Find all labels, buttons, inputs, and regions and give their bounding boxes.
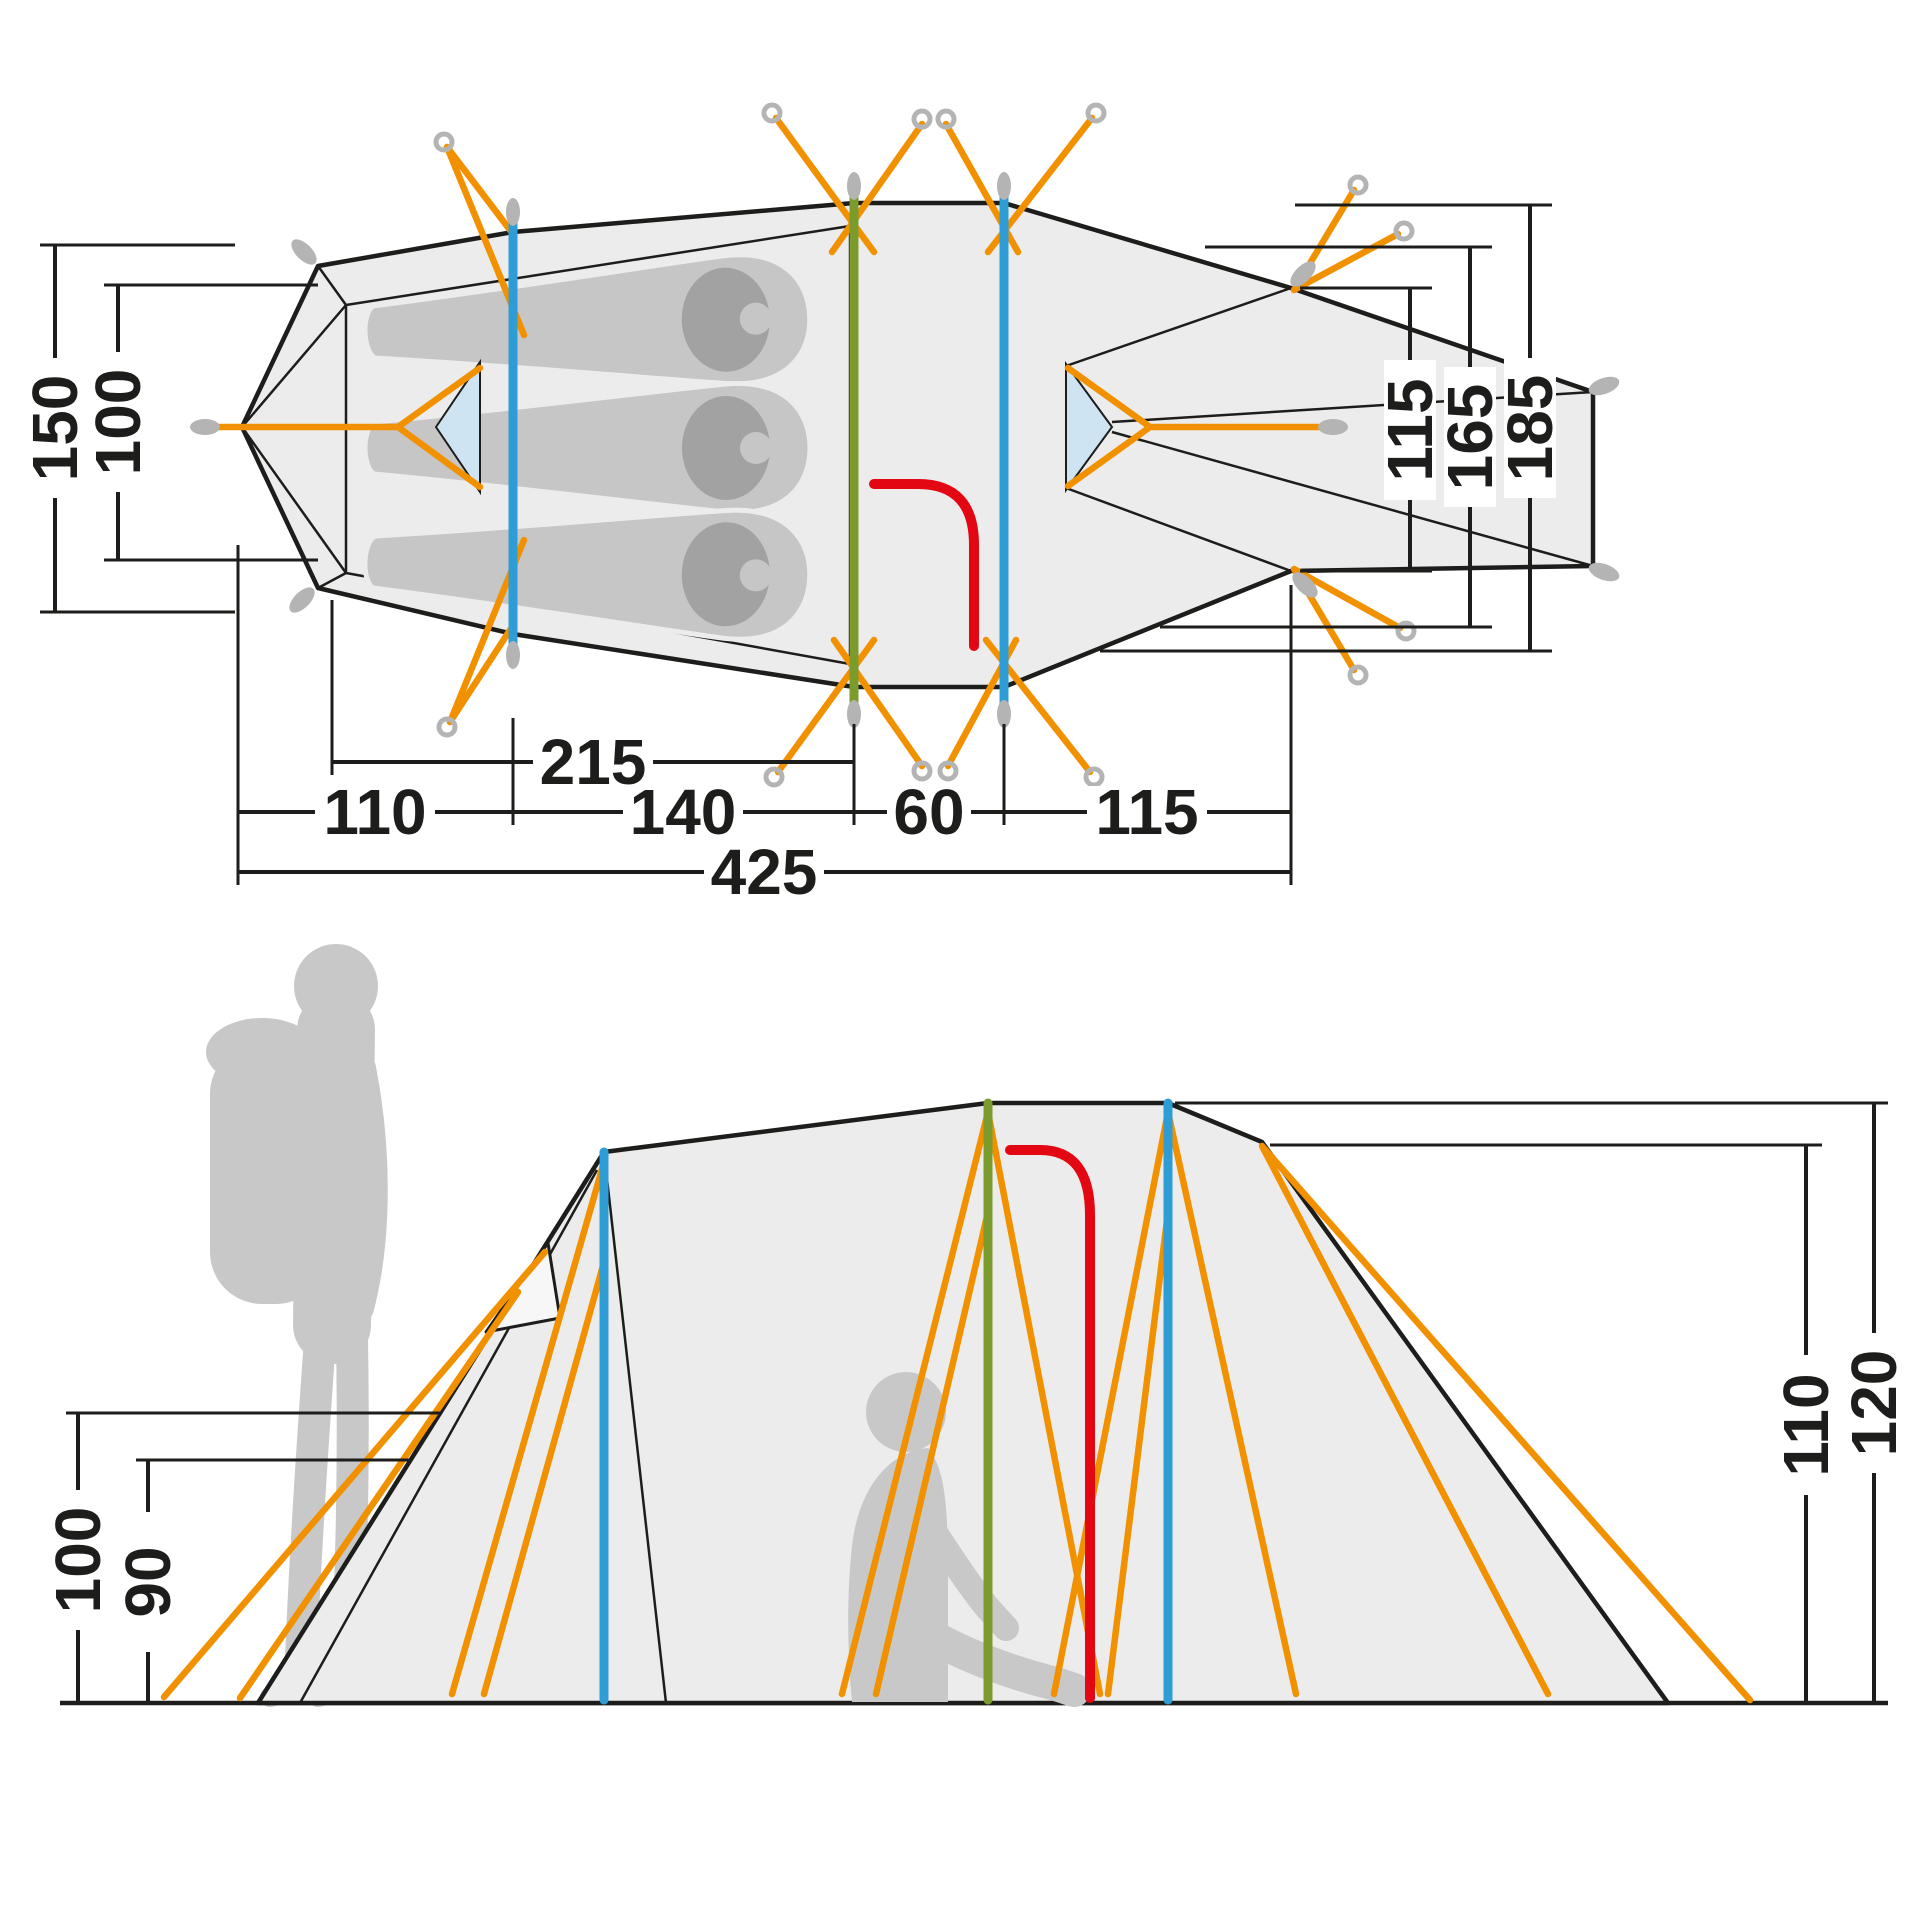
rear-kink-guys (1258, 1142, 1754, 1704)
vent-guy-lines (160, 1248, 549, 1702)
hiker-torso (293, 991, 375, 1364)
label-mask (704, 846, 824, 898)
stake-ring (911, 760, 933, 782)
pole-loop (847, 172, 861, 200)
dim-label-115-width: 115 (1374, 378, 1446, 481)
corner-loop (1588, 562, 1620, 582)
dimension-labels-top: 150 100 115 165 185 215 110 140 60 115 4… (19, 352, 1566, 908)
dim-label-140: 140 (630, 776, 737, 848)
dim-label-110: 110 (323, 776, 426, 848)
sitter-arm (899, 1485, 1019, 1641)
door-zip-side-view (1005, 1145, 1095, 1703)
attachment-loops-top-view (190, 102, 1620, 788)
stake-ring (436, 716, 458, 738)
label-mask (1780, 1355, 1832, 1495)
label-mask (887, 786, 971, 838)
green-pole-side-guys (838, 1108, 1104, 1698)
hiker-backpack (210, 1042, 328, 1304)
sitter-leg (903, 1613, 1091, 1707)
pole-loop (506, 198, 520, 226)
dim-label-100-height: 100 (42, 1507, 114, 1614)
dimension-extensions-side (66, 1101, 1888, 1462)
label-mask (29, 358, 81, 498)
stake-ring (1347, 664, 1369, 686)
dim-label-90: 90 (112, 1546, 184, 1617)
dim-label-120: 120 (1838, 1350, 1910, 1457)
stake-ring (1085, 102, 1107, 124)
rear-pole-side-guys (1050, 1108, 1300, 1698)
dim-label-165: 165 (1434, 384, 1506, 491)
label-mask (122, 1512, 174, 1652)
rear-seam-lower (1111, 430, 1594, 568)
sitter-head (866, 1372, 946, 1452)
sitting-person-silhouette (848, 1372, 1091, 1707)
corner-loop (1588, 376, 1620, 396)
guy-end-loop (190, 419, 220, 435)
stake-ring (1347, 174, 1369, 196)
label-mask (1384, 360, 1436, 500)
stake-ring (433, 131, 455, 153)
dim-label-185: 185 (1494, 375, 1566, 482)
stake-ring (1083, 766, 1105, 788)
stake-ring (937, 760, 959, 782)
stake-ring (1395, 620, 1417, 642)
corner-loop (1292, 572, 1318, 598)
stake-ring (911, 108, 933, 130)
front-vent-window (434, 358, 481, 496)
guy-lines-side-view (160, 1108, 1754, 1704)
label-mask (533, 736, 653, 788)
label-mask (92, 352, 144, 492)
label-mask (1504, 358, 1556, 498)
rear-vent-window (1065, 360, 1114, 494)
front-corner-seam-lower (317, 571, 347, 590)
dim-label-115-length: 115 (1095, 776, 1198, 848)
pole-loop (847, 700, 861, 728)
dimension-labels-side: 100 90 110 120 (42, 1333, 1910, 1652)
corner-loop (291, 239, 317, 265)
stake-ring (1393, 220, 1415, 242)
rear-guy-line (1064, 364, 1326, 490)
rear-floor-seam-upper (1065, 286, 1292, 368)
hiker-arm (346, 1054, 388, 1322)
label-mask (52, 1490, 104, 1630)
door-zip-top-view (869, 479, 979, 651)
label-mask (315, 786, 435, 838)
rear-floor-seam-lower (1065, 486, 1292, 573)
front-vestibule-seam-upper (241, 304, 347, 428)
label-mask (1087, 786, 1207, 838)
side-view: 100 90 110 120 (42, 944, 1910, 1707)
guy-end-loop (1318, 419, 1348, 435)
inner-door-seam (602, 1151, 668, 1704)
front-guy-line (210, 364, 484, 491)
corner-loop (1290, 261, 1316, 287)
pole1-side-guys (448, 1158, 608, 1698)
stake-ring (763, 766, 785, 788)
top-view: 150 100 115 165 185 215 110 140 60 115 4… (19, 102, 1620, 908)
front-corner-seam-upper (316, 265, 348, 306)
dim-label-150: 150 (19, 375, 91, 482)
pole-loop (506, 641, 520, 669)
stake-ring (935, 108, 957, 130)
pole-loop (997, 172, 1011, 200)
pole-loop (997, 700, 1011, 728)
corner-loop (289, 587, 315, 613)
dim-label-425: 425 (711, 836, 818, 908)
dim-label-60: 60 (893, 776, 964, 848)
dimension-extensions-top (40, 203, 1552, 885)
stake-ring (761, 102, 783, 124)
label-mask (1444, 367, 1496, 507)
front-vestibule-seam-lower (240, 426, 348, 574)
hiker-backpack-lid (206, 1018, 318, 1086)
dim-label-110-height: 110 (1770, 1373, 1842, 1476)
label-mask (1848, 1333, 1900, 1473)
label-mask (623, 786, 743, 838)
dim-label-100-width: 100 (82, 369, 154, 476)
